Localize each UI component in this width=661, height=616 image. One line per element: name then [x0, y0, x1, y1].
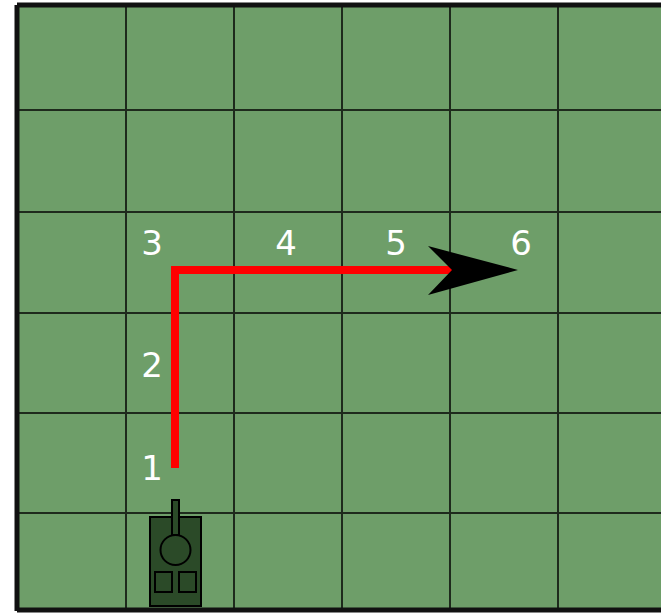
- callout-number: 2: [141, 348, 163, 382]
- ground: [17, 7, 661, 611]
- grid-border: [17, 5, 661, 611]
- callout-number: 6: [510, 226, 532, 260]
- callout-number: 4: [275, 226, 297, 260]
- callout-number: 5: [385, 226, 407, 260]
- callout-number: 1: [141, 451, 163, 485]
- grid-lines: [17, 7, 661, 611]
- path-line: [175, 270, 452, 468]
- callout-number: 3: [141, 226, 163, 260]
- tank-icon: [150, 500, 201, 606]
- arrow-head: [428, 246, 518, 295]
